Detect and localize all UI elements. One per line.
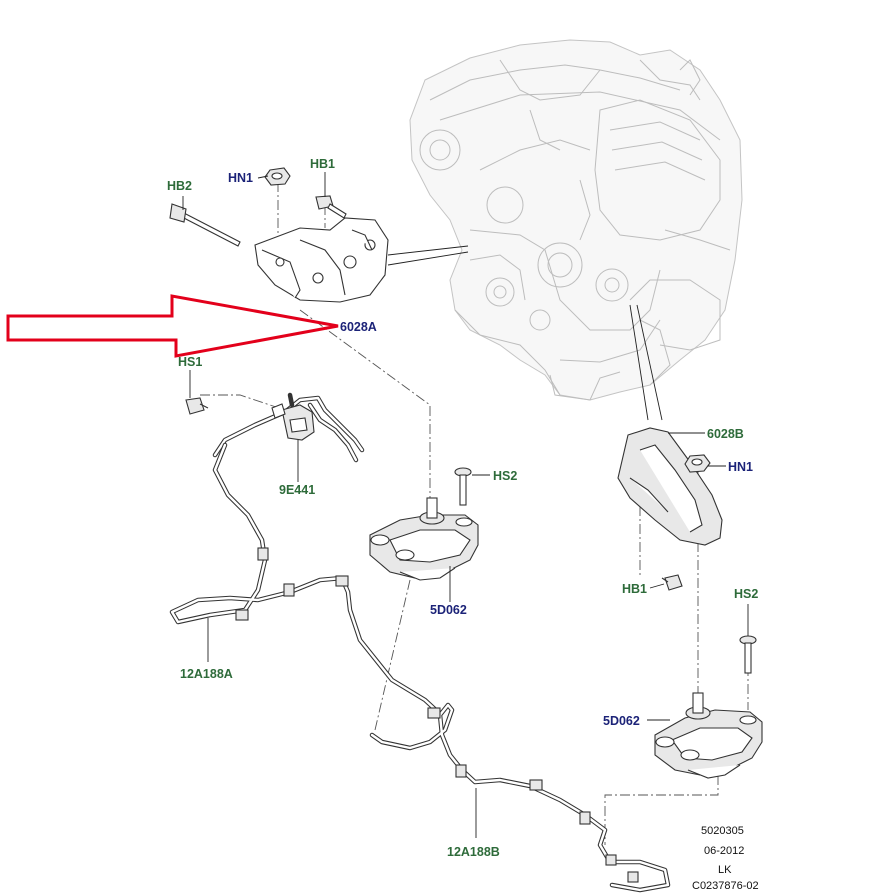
bolt-hs2-right xyxy=(739,635,757,674)
engine-block xyxy=(409,39,743,401)
label-6028a: 6028A xyxy=(340,320,377,334)
label-hs2-right: HS2 xyxy=(734,587,758,601)
leader-6028a-engine-2 xyxy=(387,251,469,266)
label-hn1-top: HN1 xyxy=(228,171,253,185)
nut-hn1-top xyxy=(264,167,291,186)
bolt-hb1-right xyxy=(661,574,683,591)
bolt-hb1-top xyxy=(315,195,347,219)
engine-mount-5d062-mid xyxy=(369,497,479,581)
footer-date: 06-2012 xyxy=(704,845,744,857)
label-12a188b: 12A188B xyxy=(447,845,500,859)
leader-6028b-engine-2 xyxy=(636,304,663,421)
label-hs1: HS1 xyxy=(178,355,202,369)
nut-hn1-right xyxy=(684,454,711,473)
red-outline-arrow-icon xyxy=(6,294,339,358)
leader-6028b-engine-1 xyxy=(629,304,649,421)
label-5d062-right: 5D062 xyxy=(603,714,640,728)
bolt-hs1 xyxy=(185,397,209,415)
label-hb1-top: HB1 xyxy=(310,157,335,171)
label-hb1-right: HB1 xyxy=(622,582,647,596)
label-hs2-mid: HS2 xyxy=(493,469,517,483)
footer-code: 5020305 xyxy=(701,825,744,837)
footer-ref: C0237876-02 xyxy=(692,880,759,892)
valve-9e441 xyxy=(212,392,365,463)
label-hn1-right: HN1 xyxy=(728,460,753,474)
pipe-12a188a xyxy=(169,442,441,715)
label-hb2: HB2 xyxy=(167,179,192,193)
bolt-hb2 xyxy=(169,203,241,247)
label-6028b: 6028B xyxy=(707,427,744,441)
pipe-12a188b xyxy=(369,702,671,893)
label-12a188a: 12A188A xyxy=(180,667,233,681)
engine-mount-5d062-right xyxy=(654,692,763,779)
footer-initials: LK xyxy=(718,864,732,876)
leader-6028a-engine-1 xyxy=(387,245,469,256)
label-9e441: 9E441 xyxy=(279,483,315,497)
bracket-6028b xyxy=(617,427,723,546)
label-5d062-mid: 5D062 xyxy=(430,603,467,617)
bracket-6028a xyxy=(254,217,389,303)
bolt-hs2-mid xyxy=(454,467,472,506)
